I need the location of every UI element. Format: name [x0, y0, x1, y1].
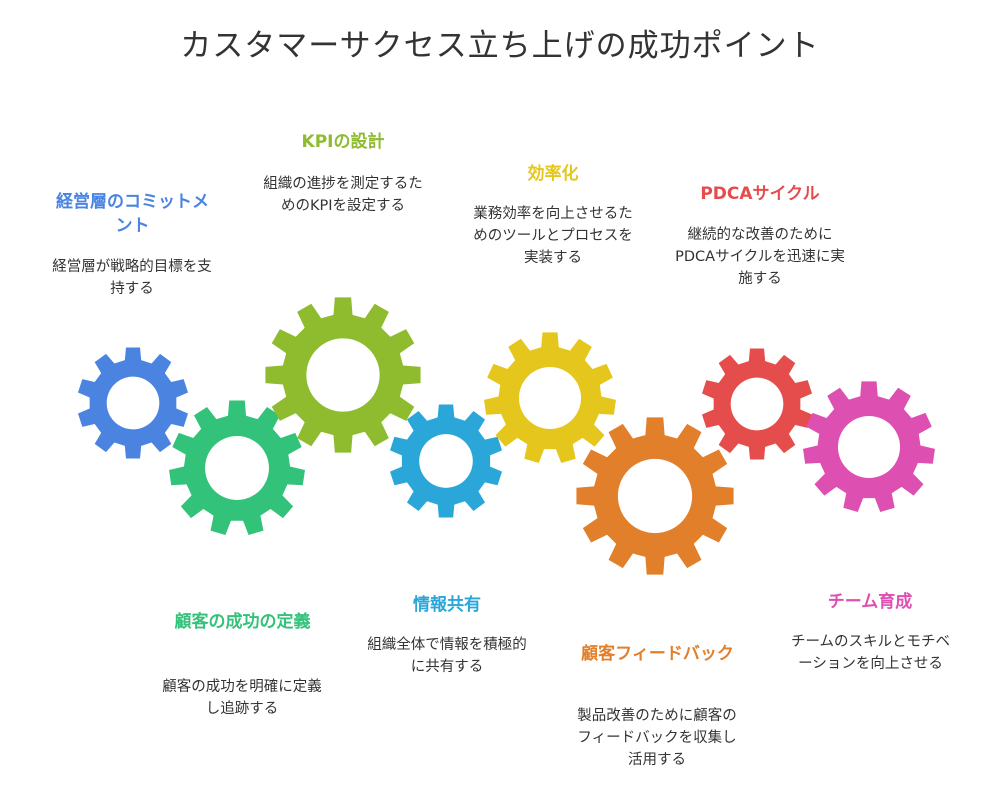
gear-shape	[803, 381, 935, 513]
gear-icon-efficiency	[484, 332, 616, 464]
item-label-pdca: PDCAサイクル	[700, 184, 820, 204]
gear-shape	[169, 400, 305, 535]
item-label-success-definition: 顧客の成功の定義	[174, 612, 311, 632]
item-label-info-sharing: 情報共有	[413, 595, 481, 615]
item-desc-team: チームのスキルとモチベーションを向上させる	[790, 634, 951, 672]
gear-icon-team	[803, 381, 935, 513]
gear-shape	[484, 332, 616, 464]
item-label-commitment: 経営層のコミットメント	[56, 192, 209, 236]
gear-shape	[701, 348, 813, 460]
page-title: カスタマーサクセス立ち上げの成功ポイント	[180, 28, 820, 64]
gear-icon-commitment	[77, 347, 189, 459]
item-desc-pdca: 継続的な改善のためにPDCAサイクルを迅速に実施する	[675, 227, 845, 287]
item-label-team: チーム育成	[827, 592, 913, 612]
gear-icon-info-sharing	[390, 404, 502, 518]
item-desc-commitment: 経営層が戦略的目標を支持する	[52, 259, 212, 297]
gear-shape	[77, 347, 189, 459]
item-desc-kpi: 組織の進捗を測定するためのKPIを設定する	[263, 176, 423, 214]
item-desc-success-definition: 顧客の成功を明確に定義し追跡する	[162, 679, 322, 717]
item-desc-info-sharing: 組織全体で情報を積極的に共有する	[367, 637, 527, 675]
gear-shape	[576, 417, 734, 575]
item-desc-efficiency: 業務効率を向上させるためのツールとプロセスを実装する	[473, 206, 633, 266]
gear-icon-feedback	[576, 417, 734, 575]
item-label-kpi: KPIの設計	[301, 132, 385, 152]
gear-icon-success-definition	[169, 400, 305, 535]
item-label-feedback: 顧客フィードバック	[581, 644, 734, 664]
gear-icon-kpi	[265, 297, 421, 453]
gear-shape	[265, 297, 421, 453]
gear-shape	[390, 404, 502, 518]
item-label-efficiency: 効率化	[527, 164, 579, 184]
item-desc-feedback: 製品改善のために顧客のフィードバックを収集し活用する	[577, 708, 737, 768]
gear-icon-pdca	[701, 348, 813, 460]
